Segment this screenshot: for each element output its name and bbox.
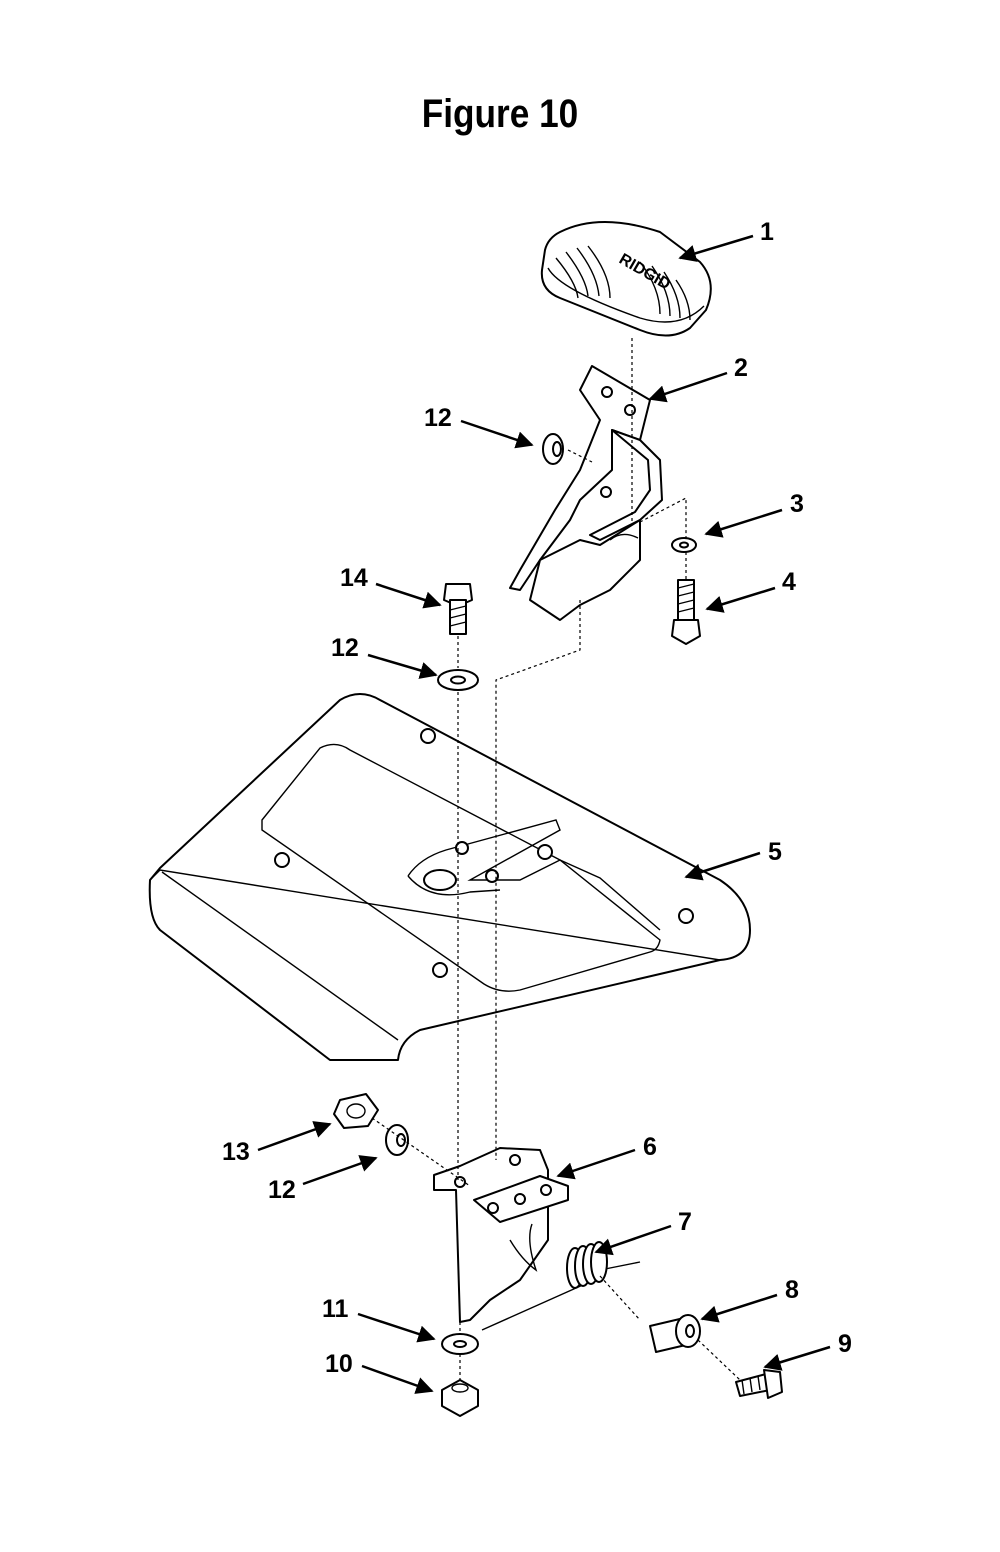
svg-text:1: 1 xyxy=(760,218,774,246)
figure-title: Figure 10 xyxy=(421,92,579,136)
deck-plate xyxy=(148,693,751,1061)
svg-text:8: 8 xyxy=(785,1276,799,1304)
svg-text:10: 10 xyxy=(325,1350,353,1378)
assembly-lines xyxy=(371,338,741,1382)
lower-bracket xyxy=(433,1147,569,1323)
callout-8: 8 xyxy=(700,1276,799,1323)
svg-text:13: 13 xyxy=(222,1138,250,1166)
callout-2: 2 xyxy=(648,354,748,403)
lockwasher-part-11 xyxy=(441,1333,479,1355)
svg-text:3: 3 xyxy=(790,490,804,518)
pedal-pad: RIDGID xyxy=(540,221,712,337)
washer-part-12-upper xyxy=(542,433,564,465)
washer-part-12-lower xyxy=(385,1124,409,1156)
svg-text:12: 12 xyxy=(424,404,452,432)
callout-5: 5 xyxy=(684,838,782,881)
callout-14: 14 xyxy=(340,564,442,609)
svg-text:11: 11 xyxy=(322,1295,349,1323)
svg-text:14: 14 xyxy=(340,564,368,592)
spacer-part-8 xyxy=(649,1314,701,1353)
callout-3: 3 xyxy=(704,490,804,538)
callout-12-middle: 12 xyxy=(331,634,438,679)
callout-12-lower: 12 xyxy=(268,1155,378,1204)
washer-part-12-middle xyxy=(437,669,479,691)
svg-text:4: 4 xyxy=(782,568,796,596)
pedal-arm xyxy=(509,365,663,621)
svg-text:7: 7 xyxy=(678,1208,692,1236)
nut-part-10 xyxy=(441,1379,479,1417)
callout-4: 4 xyxy=(705,568,796,613)
svg-text:5: 5 xyxy=(768,838,782,866)
callout-7: 7 xyxy=(594,1208,692,1256)
callout-9: 9 xyxy=(763,1330,852,1371)
callout-6: 6 xyxy=(556,1133,657,1180)
callout-12-upper: 12 xyxy=(424,404,534,449)
nut-part-13 xyxy=(333,1093,379,1129)
svg-text:12: 12 xyxy=(331,634,359,662)
spring-part-7 xyxy=(481,1241,641,1331)
svg-text:12: 12 xyxy=(268,1176,296,1204)
svg-text:2: 2 xyxy=(734,354,748,382)
callout-1: 1 xyxy=(678,218,774,262)
screw-part-9 xyxy=(735,1369,783,1399)
callout-10: 10 xyxy=(325,1350,434,1394)
callout-13: 13 xyxy=(222,1121,332,1166)
callout-11: 11 xyxy=(322,1295,436,1343)
washer-part-3 xyxy=(671,537,697,553)
bolt-part-14 xyxy=(443,583,473,635)
bolt-part-4 xyxy=(671,579,701,645)
svg-text:6: 6 xyxy=(643,1133,657,1161)
svg-text:9: 9 xyxy=(838,1330,852,1358)
